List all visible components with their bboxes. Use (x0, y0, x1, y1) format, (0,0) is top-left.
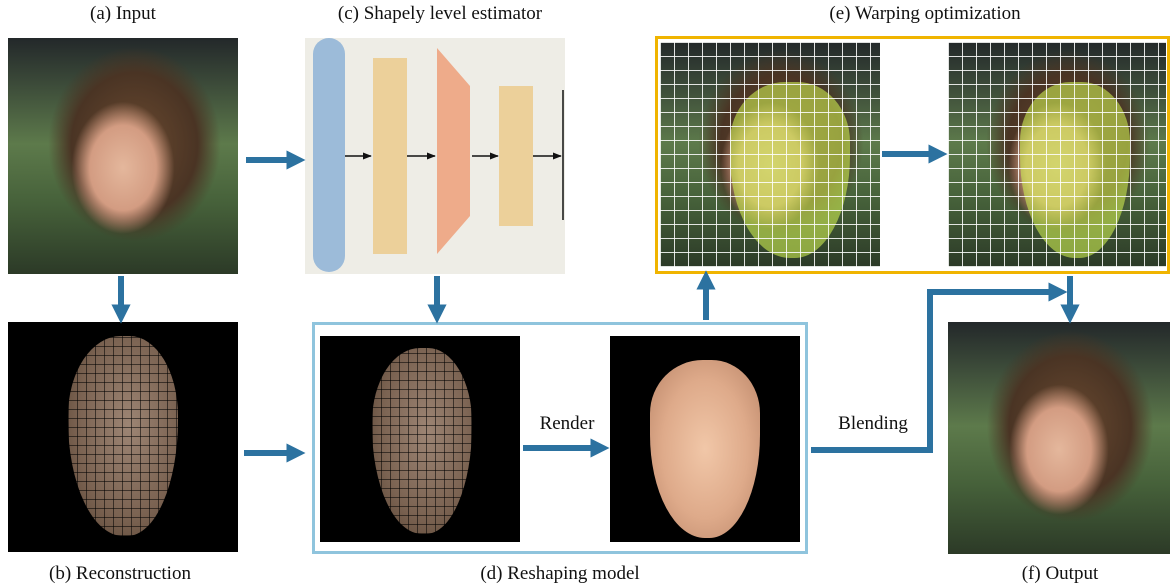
render-label: Render (539, 413, 595, 434)
output-image (948, 322, 1170, 554)
reshaping-mesh-image (320, 336, 520, 542)
estimator-funnel (437, 48, 470, 254)
warping-before-image (660, 42, 880, 267)
rendered-face (650, 360, 760, 538)
warping-label: (e) Warping optimization (829, 3, 1021, 24)
estimator-block-3 (499, 86, 533, 226)
estimator-input-bar (313, 38, 345, 272)
estimator-block-1 (373, 58, 407, 254)
warp-grid-before (660, 42, 880, 267)
reshaping-panel (312, 322, 808, 554)
warping-panel (655, 36, 1170, 274)
reshaping-mesh (372, 348, 472, 534)
reshaping-label: (d) Reshaping model (480, 563, 640, 584)
input-image (8, 38, 238, 274)
arrow-blending (811, 282, 1068, 453)
input-label: (a) Input (90, 3, 156, 24)
warp-grid-after (948, 42, 1166, 267)
reconstruction-mesh (68, 336, 178, 536)
reshaping-render-image (610, 336, 800, 542)
reconstruction-label: (b) Reconstruction (49, 563, 191, 584)
estimator-label: (c) Shapely level estimator (337, 3, 543, 24)
blending-label: Blending (838, 413, 908, 434)
output-label: (f) Output (1021, 563, 1099, 584)
warping-after-image (948, 42, 1166, 267)
reconstruction-image (8, 322, 238, 552)
